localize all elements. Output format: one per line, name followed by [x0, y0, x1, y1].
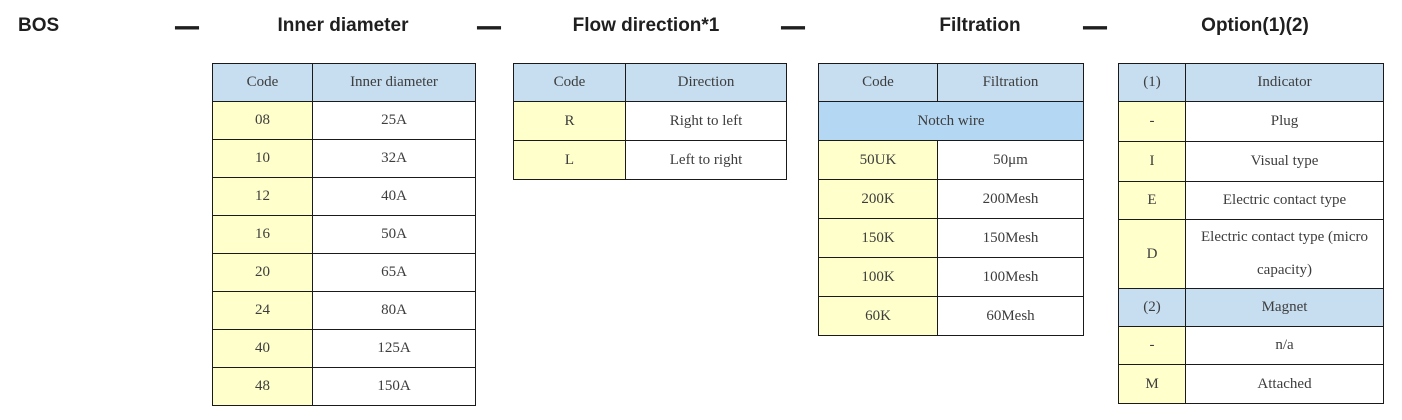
- separator-dash: —: [173, 11, 201, 42]
- value-cell: Plug: [1186, 101, 1383, 141]
- code-cell: 10: [213, 139, 313, 177]
- table-row: 20 65A: [213, 253, 475, 291]
- segment-title-filtration: Filtration: [939, 15, 1021, 36]
- table-row: - n/a: [1119, 326, 1383, 364]
- column-header-code: Code: [213, 64, 313, 101]
- value-cell: n/a: [1186, 326, 1383, 364]
- separator-dash: —: [1081, 11, 1109, 42]
- section2-header-code: (2): [1119, 288, 1186, 326]
- section-header-row: (2) Magnet: [1119, 288, 1383, 326]
- code-cell: -: [1119, 101, 1186, 141]
- value-cell: 65A: [313, 253, 475, 291]
- code-cell: R: [514, 101, 626, 140]
- table-header-row: Code Direction: [514, 64, 786, 101]
- value-cell: 25A: [313, 101, 475, 139]
- table-row: 12 40A: [213, 177, 475, 215]
- section2-header-label: Magnet: [1186, 288, 1383, 326]
- value-cell: 200Mesh: [938, 179, 1083, 218]
- code-cell: 100K: [819, 257, 938, 296]
- table-row: M Attached: [1119, 364, 1383, 403]
- code-cell: D: [1119, 219, 1186, 288]
- group-row: Notch wire: [819, 101, 1083, 140]
- value-cell: 50A: [313, 215, 475, 253]
- code-cell: E: [1119, 181, 1186, 219]
- model-code-prefix: BOS: [18, 15, 60, 36]
- table-header-row: (1) Indicator: [1119, 64, 1383, 101]
- inner-diameter-table: Code Inner diameter 08 25A 10 32A 12 40A…: [212, 63, 476, 406]
- group-row-label: Notch wire: [819, 101, 1083, 140]
- table-row: 150K 150Mesh: [819, 218, 1083, 257]
- table-row: 08 25A: [213, 101, 475, 139]
- table-row: - Plug: [1119, 101, 1383, 141]
- segment-title-inner-diameter: Inner diameter: [277, 15, 409, 36]
- table-row: 100K 100Mesh: [819, 257, 1083, 296]
- column-header-inner-diameter: Inner diameter: [313, 64, 475, 101]
- section1-header-code: (1): [1119, 64, 1186, 101]
- table-row: D Electric contact type (micro capacity): [1119, 219, 1383, 288]
- code-cell: 50UK: [819, 140, 938, 179]
- value-cell: 125A: [313, 329, 475, 367]
- code-cell: 40: [213, 329, 313, 367]
- code-cell: 48: [213, 367, 313, 405]
- value-cell: 80A: [313, 291, 475, 329]
- value-cell: Electric contact type: [1186, 181, 1383, 219]
- segment-title-flow-direction: Flow direction*1: [572, 15, 720, 36]
- code-cell: 24: [213, 291, 313, 329]
- value-cell: 32A: [313, 139, 475, 177]
- column-header-direction: Direction: [626, 64, 786, 101]
- code-cell: L: [514, 140, 626, 179]
- table-row: R Right to left: [514, 101, 786, 140]
- separator-dash: —: [475, 11, 503, 42]
- code-cell: I: [1119, 141, 1186, 181]
- table-header-row: Code Inner diameter: [213, 64, 475, 101]
- column-header-code: Code: [819, 64, 938, 101]
- separator-dash: —: [779, 11, 807, 42]
- table-row: 48 150A: [213, 367, 475, 405]
- value-cell: 150A: [313, 367, 475, 405]
- value-cell: 150Mesh: [938, 218, 1083, 257]
- flow-direction-table: Code Direction R Right to left L Left to…: [513, 63, 787, 180]
- table-row: L Left to right: [514, 140, 786, 179]
- code-cell: 12: [213, 177, 313, 215]
- section1-header-label: Indicator: [1186, 64, 1383, 101]
- code-cell: 150K: [819, 218, 938, 257]
- value-cell: 100Mesh: [938, 257, 1083, 296]
- code-cell: 60K: [819, 296, 938, 335]
- code-cell: 16: [213, 215, 313, 253]
- column-header-code: Code: [514, 64, 626, 101]
- table-row: 60K 60Mesh: [819, 296, 1083, 335]
- column-header-filtration: Filtration: [938, 64, 1083, 101]
- table-row: E Electric contact type: [1119, 181, 1383, 219]
- option-table: (1) Indicator - Plug I Visual type E Ele…: [1118, 63, 1384, 404]
- value-cell: Attached: [1186, 364, 1383, 403]
- table-row: I Visual type: [1119, 141, 1383, 181]
- table-row: 200K 200Mesh: [819, 179, 1083, 218]
- value-cell: Electric contact type (micro capacity): [1186, 219, 1383, 288]
- table-row: 40 125A: [213, 329, 475, 367]
- table-header-row: Code Filtration: [819, 64, 1083, 101]
- code-cell: 08: [213, 101, 313, 139]
- code-cell: 200K: [819, 179, 938, 218]
- value-cell: Visual type: [1186, 141, 1383, 181]
- table-row: 16 50A: [213, 215, 475, 253]
- code-cell: 20: [213, 253, 313, 291]
- value-cell: 40A: [313, 177, 475, 215]
- code-cell: -: [1119, 326, 1186, 364]
- table-row: 10 32A: [213, 139, 475, 177]
- value-cell: 50μm: [938, 140, 1083, 179]
- segment-title-option: Option(1)(2): [1201, 15, 1309, 36]
- value-cell: Right to left: [626, 101, 786, 140]
- table-row: 50UK 50μm: [819, 140, 1083, 179]
- code-cell: M: [1119, 364, 1186, 403]
- filtration-table: Code Filtration Notch wire 50UK 50μm 200…: [818, 63, 1084, 336]
- table-row: 24 80A: [213, 291, 475, 329]
- value-cell: Left to right: [626, 140, 786, 179]
- value-cell: 60Mesh: [938, 296, 1083, 335]
